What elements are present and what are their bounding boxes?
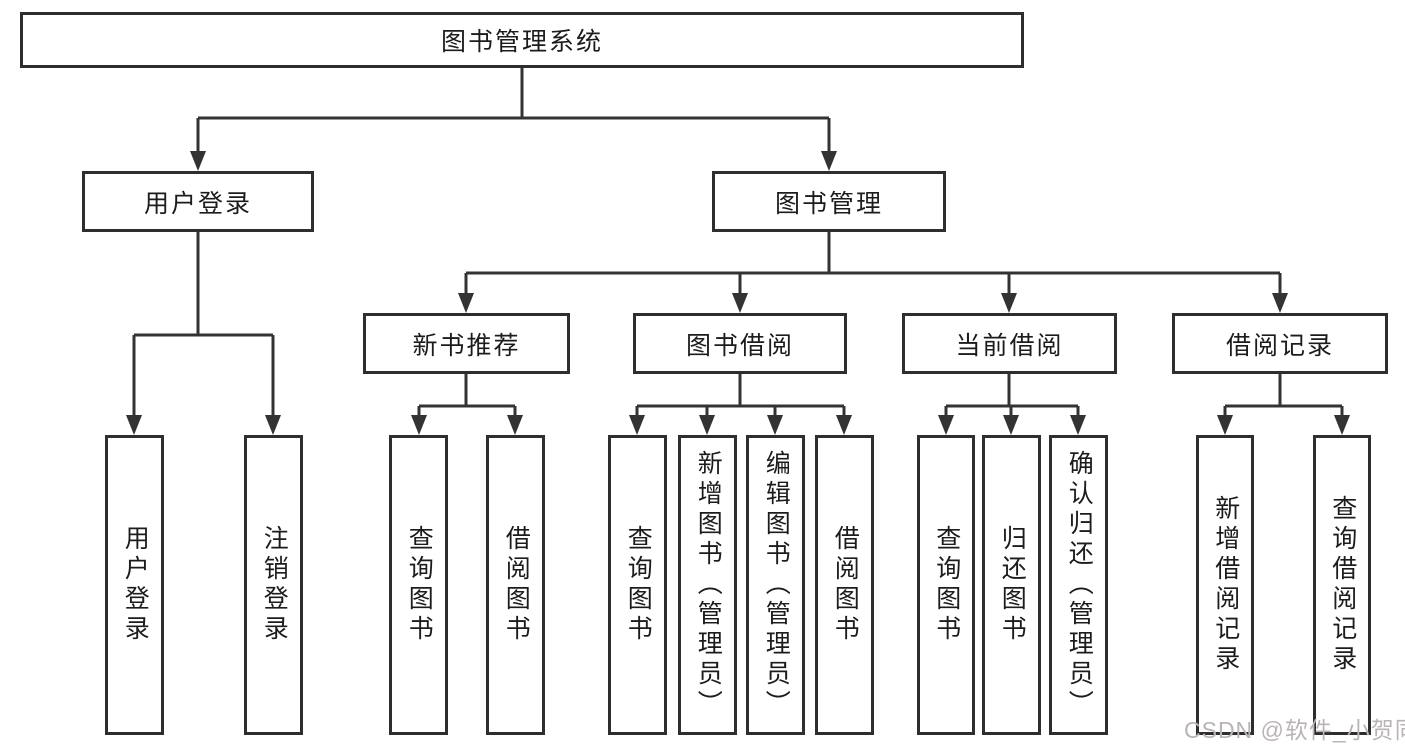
node-library-system: 图书管理系统: [20, 12, 1024, 68]
leaf-confirm-return-admin: 确认归还（管理员）: [1049, 435, 1108, 735]
leaf-borrow-books-recommend-label: 借阅图书: [502, 525, 531, 645]
node-book-borrowing: 图书借阅: [633, 313, 847, 374]
leaf-add-book-admin-label: 新增图书（管理员）: [694, 450, 723, 720]
node-user-login-label: 用户登录: [143, 189, 252, 218]
leaf-edit-book-admin: 编辑图书（管理员）: [746, 435, 805, 735]
leaf-query-books-current-label: 查询图书: [932, 525, 961, 645]
leaf-borrow-books-borrowing: 借阅图书: [815, 435, 874, 735]
node-library-system-label: 图书管理系统: [440, 28, 603, 56]
leaf-borrow-books-recommend: 借阅图书: [486, 435, 545, 735]
arrowheads: [126, 151, 1350, 435]
node-current-borrowing: 当前借阅: [902, 313, 1117, 374]
node-borrowing-records-label: 借阅记录: [1225, 331, 1334, 360]
leaf-user-login-label: 用户登录: [121, 525, 150, 645]
node-book-management-label: 图书管理: [774, 189, 883, 218]
leaf-add-book-admin: 新增图书（管理员）: [678, 435, 737, 735]
leaf-logout-label: 注销登录: [260, 525, 289, 645]
node-new-book-recommend-label: 新书推荐: [412, 331, 521, 360]
leaf-query-books-borrowing: 查询图书: [608, 435, 667, 735]
leaf-query-borrow-record: 查询借阅记录: [1313, 435, 1371, 735]
leaf-query-books-current: 查询图书: [917, 435, 975, 735]
leaf-query-books-recommend: 查询图书: [389, 435, 448, 735]
leaf-query-books-recommend-label: 查询图书: [405, 525, 434, 645]
leaf-query-books-borrowing-label: 查询图书: [624, 525, 653, 645]
leaf-return-books-label: 归还图书: [998, 525, 1027, 645]
leaf-edit-book-admin-label: 编辑图书（管理员）: [762, 450, 791, 720]
node-book-management: 图书管理: [712, 171, 946, 232]
csdn-watermark: CSDN @软件_小贺同学: [1184, 717, 1405, 743]
node-new-book-recommend: 新书推荐: [363, 313, 570, 374]
leaf-return-books: 归还图书: [982, 435, 1041, 735]
leaf-borrow-books-borrowing-label: 借阅图书: [831, 525, 860, 645]
node-user-login: 用户登录: [82, 171, 314, 232]
leaf-add-borrow-record: 新增借阅记录: [1196, 435, 1254, 735]
node-borrowing-records: 借阅记录: [1172, 313, 1388, 374]
leaf-user-login: 用户登录: [105, 435, 164, 735]
leaf-confirm-return-admin-label: 确认归还（管理员）: [1065, 450, 1094, 720]
leaf-add-borrow-record-label: 新增借阅记录: [1211, 495, 1240, 675]
leaf-query-borrow-record-label: 查询借阅记录: [1328, 495, 1357, 675]
leaf-logout: 注销登录: [244, 435, 303, 735]
node-current-borrowing-label: 当前借阅: [955, 331, 1064, 360]
node-book-borrowing-label: 图书借阅: [685, 331, 794, 360]
